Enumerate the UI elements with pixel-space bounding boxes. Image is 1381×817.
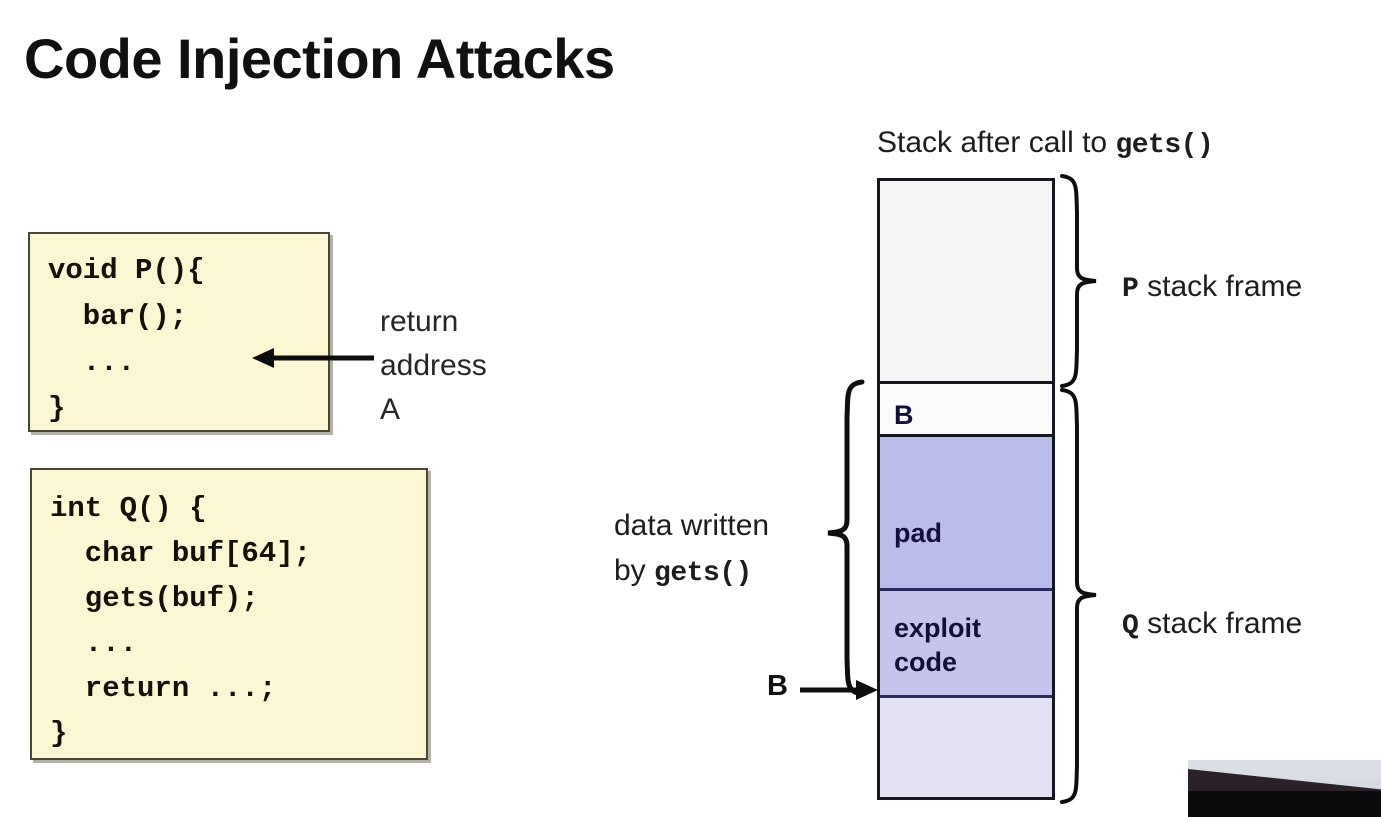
page-title: Code Injection Attacks [24,27,615,90]
data-written-line2: by gets() [614,548,769,596]
b-pointer-arrow-icon [800,680,878,700]
stack-cell-exploit-code: exploit code [880,591,1052,698]
label-p-stack-frame: P stack frame [1122,270,1302,305]
label-q-stack-frame: Q stack frame [1122,607,1302,642]
label-p-text: stack frame [1138,270,1303,303]
webcam-dark-band [1188,791,1381,817]
data-written-line1: data written [614,509,770,542]
code-line: bar(); [48,300,188,333]
label-q-mono: Q [1122,611,1139,642]
code-line: } [48,392,66,425]
code-block-q: int Q() { char buf[64]; gets(buf); ... r… [30,468,428,760]
stack-cell-label-line2: code [894,647,958,677]
brace-q-stack-frame-icon [1060,388,1097,804]
stack-cell-label: pad [894,517,943,548]
code-line: gets(buf); [50,582,259,615]
return-address-line2: address [380,349,487,382]
stack-cell-label: B [894,400,914,430]
brace-data-written-icon [827,379,865,697]
stack-cell-empty-top [880,181,1052,384]
return-address-label: return address A [380,300,487,432]
stack-cell-pad: pad [880,437,1052,591]
data-written-gets: gets() [654,558,752,589]
code-block-p: void P(){ bar(); ... } [28,232,330,432]
code-line: void P(){ [48,254,205,287]
return-address-line3: A [380,393,401,426]
stack-diagram: B pad exploit code [877,178,1055,800]
stack-cell-return-address-b: B [880,384,1052,437]
label-data-written: data written by gets() [614,503,769,596]
return-address-line1: return [380,305,459,338]
stack-heading-prefix: Stack after call to [877,126,1116,159]
code-line: char buf[64]; [50,537,312,570]
code-line: return ...; [50,672,277,705]
stack-heading-gets: gets() [1115,130,1214,161]
code-line: } [50,717,68,750]
label-p-mono: P [1122,274,1139,305]
stack-heading: Stack after call to gets() [877,126,1214,161]
code-line: ... [48,346,136,379]
stack-cell-empty-bottom [880,698,1052,797]
data-written-prefix: by [614,554,655,587]
code-line: int Q() { [50,492,207,525]
label-b-pointer: B [767,670,788,702]
brace-p-stack-frame-icon [1060,174,1097,388]
webcam-overlay-artifact [1188,760,1381,817]
code-line: ... [50,627,138,660]
label-q-text: stack frame [1138,607,1303,640]
stack-cell-label-line1: exploit [894,613,982,643]
